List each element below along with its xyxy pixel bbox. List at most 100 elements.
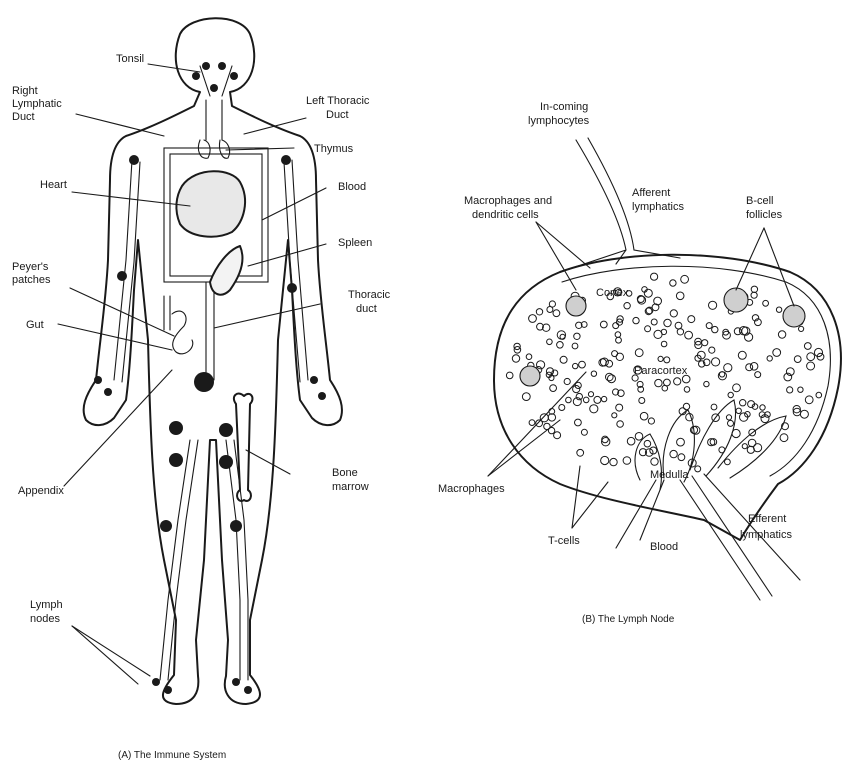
- lymphocyte-cell: [648, 418, 654, 424]
- label-bone-line2: marrow: [332, 481, 369, 493]
- lymphocyte-cell: [594, 396, 601, 403]
- lymphocyte-cell: [664, 319, 671, 326]
- lymph-node: [244, 686, 252, 694]
- lymphocyte-cell: [549, 301, 555, 307]
- lymph-node: [219, 455, 233, 469]
- lymphocyte-cell: [706, 323, 712, 329]
- follicle: [724, 288, 748, 312]
- lymph-node: [219, 423, 233, 437]
- label-blood: Blood: [338, 181, 366, 193]
- caption-panel-b: (B) The Lymph Node: [582, 614, 675, 625]
- lymphocyte-cell: [787, 387, 793, 393]
- bone-marrow-femur: [234, 394, 253, 501]
- lymphocyte-cell: [623, 457, 631, 465]
- lymphocyte-cell: [736, 408, 741, 413]
- label-afferent-line2: lymphatics: [632, 201, 684, 213]
- lymphocyte-cell: [601, 396, 606, 401]
- lymph-node: [169, 421, 183, 435]
- label-incoming-line1: In-coming: [540, 101, 588, 113]
- lymphocyte-cell: [506, 372, 513, 379]
- lymphocyte-cell: [557, 342, 564, 349]
- label-cortex: Cortex: [596, 287, 629, 299]
- lymph-vessel-left-leg: [160, 440, 198, 680]
- lymph-node: [202, 62, 210, 70]
- lymphocyte-cell: [661, 341, 667, 347]
- lymphocyte-cell: [778, 331, 785, 338]
- lymph-node: [104, 388, 112, 396]
- lymphocyte-cell: [627, 437, 635, 445]
- lymphocyte-cell: [670, 310, 677, 317]
- lymph-node: [94, 376, 102, 384]
- lymphocyte-cell: [719, 372, 724, 377]
- follicle: [566, 296, 586, 316]
- lymphocyte-cell: [677, 329, 683, 335]
- label-incoming-line2: lymphocytes: [528, 115, 590, 127]
- lymphocyte-cell: [804, 343, 811, 350]
- lymph-node: [281, 155, 291, 165]
- lymphocyte-cell: [709, 347, 715, 353]
- lymphocyte-cell: [612, 413, 617, 418]
- lymphocyte-cell: [651, 273, 658, 280]
- lymph-node: [129, 155, 139, 165]
- lymphocyte-cell: [548, 414, 555, 421]
- lymph-node: [230, 520, 242, 532]
- lymphocyte-cell: [566, 397, 572, 403]
- lymphocyte-cell: [581, 429, 587, 435]
- lymph-node: [310, 376, 318, 384]
- label-medulla: Medulla: [650, 469, 689, 481]
- lymphocyte-cell: [651, 458, 658, 465]
- lymph-node: [152, 678, 160, 686]
- lymph-node: [194, 372, 214, 392]
- label-thymus: Thymus: [314, 143, 354, 155]
- lymphocyte-cell: [746, 364, 753, 371]
- label-left-thoracic-line2: Duct: [326, 109, 349, 121]
- lymphocyte-cell: [675, 322, 682, 329]
- lymphocyte-cell: [600, 321, 607, 328]
- lymphocyte-cell: [664, 379, 671, 386]
- lymphocyte-cell: [529, 315, 537, 323]
- lymphocyte-cell: [751, 286, 757, 292]
- panel-b-lymph-node: In-coming lymphocytes Afferent lymphatic…: [438, 101, 841, 625]
- lymphocyte-cell: [610, 458, 617, 465]
- lymphocyte-cell: [712, 358, 720, 366]
- lymphocyte-cell: [747, 446, 754, 453]
- lymph-node: [164, 686, 172, 694]
- lymph-node: [287, 283, 297, 293]
- lymphocyte-cell: [536, 309, 542, 315]
- lymphocyte-cell: [613, 323, 619, 329]
- blood-vessel-node: [616, 480, 664, 548]
- lymph-node: [160, 520, 172, 532]
- lymph-node: [218, 62, 226, 70]
- follicle: [520, 366, 540, 386]
- label-peyers-line1: Peyer's: [12, 261, 49, 273]
- lymphocyte-cell: [733, 384, 741, 392]
- lymphocyte-cell: [645, 326, 651, 332]
- lymphocyte-cell: [678, 454, 685, 461]
- lymph-vessel-right-leg: [226, 440, 248, 680]
- label-bcell-line2: follicles: [746, 209, 783, 221]
- label-afferent-line1: Afferent: [632, 187, 670, 199]
- lymph-node: [318, 392, 326, 400]
- lymph-node: [117, 271, 127, 281]
- lymphocyte-cell: [740, 400, 746, 406]
- lymphocyte-cell: [554, 432, 561, 439]
- lymphocyte-cell: [719, 447, 725, 453]
- lymphocyte-cell: [536, 420, 543, 427]
- heart-organ: [176, 171, 245, 236]
- lymphocyte-cell: [658, 356, 663, 361]
- lymph-node: [169, 453, 183, 467]
- lymphocyte-cell: [615, 332, 621, 338]
- lymphocyte-cell: [681, 275, 689, 283]
- lymphocyte-cell: [624, 303, 630, 309]
- lymphocyte-cell: [635, 349, 643, 357]
- lymphocyte-cell: [800, 410, 808, 418]
- lymphocyte-cell: [529, 420, 535, 426]
- lymphocyte-cell: [816, 392, 822, 398]
- lymphocyte-cell: [805, 396, 813, 404]
- lymph-node: [230, 72, 238, 80]
- lymphocyte-cell: [573, 386, 580, 393]
- lymphocyte-cell: [575, 419, 582, 426]
- lymphocyte-cell: [750, 363, 758, 371]
- lymph-vessel-neck: [200, 66, 232, 140]
